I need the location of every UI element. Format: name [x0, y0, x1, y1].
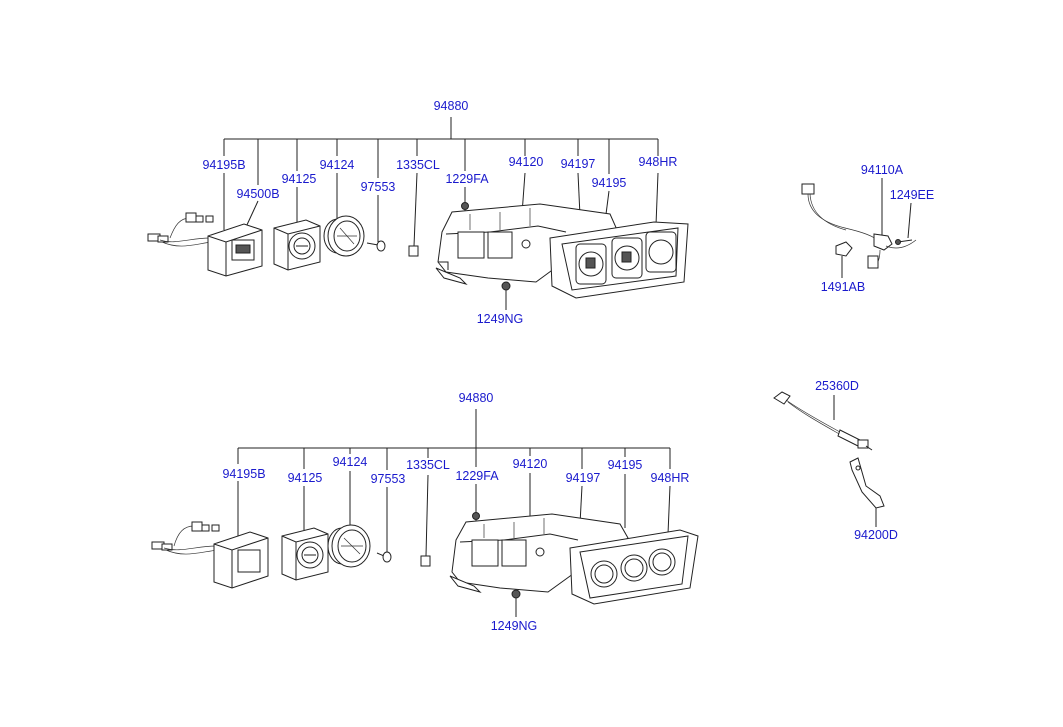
- lower-part-1335CL-clip: [420, 555, 431, 567]
- label-upper-94124[interactable]: 94124: [320, 158, 355, 172]
- label-lower-94195B[interactable]: 94195B: [222, 467, 265, 481]
- upper-part-1229FA-screw: [461, 202, 469, 216]
- label-lower-1249NG[interactable]: 1249NG: [491, 619, 538, 633]
- label-upper-97553[interactable]: 97553: [361, 180, 396, 194]
- label-upper-94195B[interactable]: 94195B: [202, 158, 245, 172]
- upper-part-1249NG-screw: [501, 281, 511, 296]
- label-lower-94124[interactable]: 94124: [333, 455, 368, 469]
- label-cable-94200D[interactable]: 94200D: [854, 528, 898, 542]
- label-upper-1249NG[interactable]: 1249NG: [477, 312, 524, 326]
- lower-part-948HR-bezel: [569, 529, 699, 605]
- label-upper-1229FA[interactable]: 1229FA: [445, 172, 489, 186]
- label-lower-94125[interactable]: 94125: [288, 471, 323, 485]
- part-labels: 94880 94195B 94500B 94125 94124 97553 13…: [202, 99, 934, 633]
- upper-part-94120-frame: [435, 203, 619, 285]
- lower-part-94195B-housing: [213, 531, 269, 589]
- label-upper-948HR[interactable]: 948HR: [639, 155, 678, 169]
- label-sensor-1249EE[interactable]: 1249EE: [890, 188, 934, 202]
- label-lower-94197[interactable]: 94197: [566, 471, 601, 485]
- label-upper-1335CL[interactable]: 1335CL: [396, 158, 440, 172]
- label-lower-94120[interactable]: 94120: [513, 457, 548, 471]
- lower-part-94124-meter: [327, 524, 371, 568]
- label-lower-948HR[interactable]: 948HR: [651, 471, 690, 485]
- label-upper-94195[interactable]: 94195: [592, 176, 627, 190]
- upper-part-94195B-housing: [207, 223, 263, 277]
- upper-wiring-harness: [147, 212, 214, 247]
- upper-part-94124-meter: [323, 215, 365, 257]
- label-upper-94125[interactable]: 94125: [282, 172, 317, 186]
- lower-part-97553-bulb: [376, 551, 392, 563]
- upper-part-94125-gauge: [273, 219, 321, 271]
- upper-part-948HR-bezel: [549, 221, 689, 299]
- label-lower-1229FA[interactable]: 1229FA: [455, 469, 499, 483]
- upper-part-1335CL-clip: [408, 245, 419, 257]
- label-lower-94195[interactable]: 94195: [608, 458, 643, 472]
- cable-group: [773, 391, 885, 527]
- label-sensor-94110A[interactable]: 94110A: [861, 163, 904, 177]
- lower-wiring-harness: [151, 521, 220, 555]
- label-upper-main[interactable]: 94880: [434, 99, 469, 113]
- label-cable-25360D[interactable]: 25360D: [815, 379, 859, 393]
- label-upper-94120[interactable]: 94120: [509, 155, 544, 169]
- upper-part-97553-bulb: [366, 240, 386, 252]
- lower-leader-lines: [237, 409, 671, 617]
- label-lower-main[interactable]: 94880: [459, 391, 494, 405]
- label-lower-1335CL[interactable]: 1335CL: [406, 458, 450, 472]
- upper-assembly: [147, 117, 689, 310]
- lower-assembly: [151, 409, 699, 617]
- label-sensor-1491AB[interactable]: 1491AB: [821, 280, 865, 294]
- label-lower-97553[interactable]: 97553: [371, 472, 406, 486]
- label-upper-94197[interactable]: 94197: [561, 157, 596, 171]
- label-upper-94500B[interactable]: 94500B: [236, 187, 279, 201]
- lower-part-1249NG-screw: [511, 589, 521, 604]
- sensor-group: [801, 178, 917, 278]
- lower-part-94125-gauge: [281, 527, 329, 581]
